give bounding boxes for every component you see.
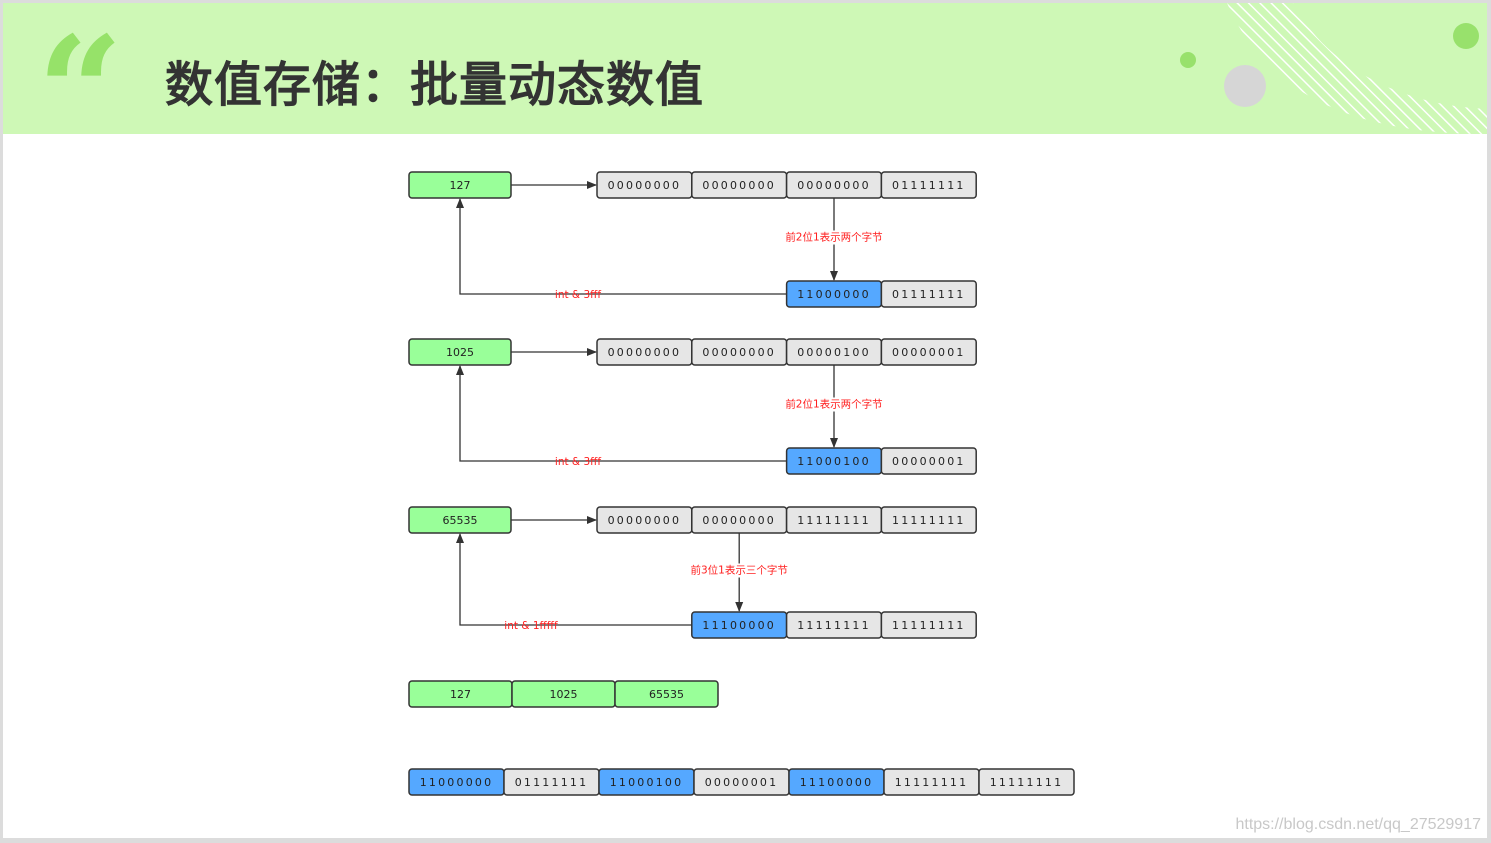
source-byte-2-text: 00000000 — [702, 346, 776, 359]
source-byte-3-text: 00000100 — [797, 346, 871, 359]
encoded-byte — [880, 280, 977, 308]
prefix-note: 前2位1表示两个字节 — [785, 398, 882, 411]
small-dot-shape — [1180, 52, 1196, 68]
value-row-box-text: 65535 — [649, 688, 684, 701]
source-byte-2-text: 00000000 — [702, 514, 776, 527]
packed-byte-text: 00000001 — [705, 776, 779, 789]
encoded-prefix-byte-text: 11100000 — [702, 619, 776, 632]
value-box-127-text: 127 — [450, 179, 471, 192]
prefix-note: 前3位1表示三个字节 — [691, 564, 788, 577]
encoded-byte-text: 11111111 — [797, 619, 871, 632]
source-byte-2-text: 00000000 — [702, 179, 776, 192]
encoded-byte-text: 11111111 — [892, 619, 966, 632]
source-byte-4 — [880, 506, 977, 534]
encoded-byte-text: 00000001 — [892, 455, 966, 468]
decode-label: int & 3fff — [555, 456, 601, 468]
slide-header: “ 数值存储：批量动态数值 — [3, 3, 1487, 134]
source-byte-4-text: 11111111 — [892, 514, 966, 527]
prefix-note: 前2位1表示两个字节 — [785, 231, 882, 244]
encoded-prefix-byte-text: 11000100 — [797, 455, 871, 468]
decode-arrow — [456, 365, 787, 462]
packed-byte-text: 11000000 — [420, 776, 494, 789]
prefix-note-bg — [695, 563, 784, 578]
value-box-1025-text: 1025 — [446, 346, 474, 359]
decode-label: int & 1fffff — [504, 620, 558, 632]
source-byte-3-text: 11111111 — [797, 514, 871, 527]
source-byte-4-text: 01111111 — [892, 179, 966, 192]
packed-byte — [978, 768, 1075, 796]
encoded-prefix-byte-text: 11000000 — [797, 288, 871, 301]
value-box-65535-text: 65535 — [443, 514, 478, 527]
packed-byte-text: 11100000 — [800, 776, 874, 789]
source-byte-1-text: 00000000 — [608, 346, 682, 359]
encoded-byte — [880, 447, 977, 475]
packed-byte-text: 11111111 — [990, 776, 1064, 789]
source-byte-4 — [880, 338, 977, 366]
encoded-byte — [880, 611, 977, 639]
prefix-note-bg — [790, 397, 878, 412]
quote-mark-icon: “ — [37, 4, 124, 134]
prefix-note-bg — [790, 230, 878, 245]
right-dot-shape — [1453, 23, 1479, 49]
gray-circle-shape — [1224, 65, 1266, 107]
packed-byte-text: 11000100 — [610, 776, 684, 789]
decode-label: int & 3fff — [555, 289, 601, 301]
source-byte-3-text: 00000000 — [797, 179, 871, 192]
header-decoration — [1180, 3, 1487, 134]
packed-byte-text: 11111111 — [895, 776, 969, 789]
source-byte-1-text: 00000000 — [608, 179, 682, 192]
source-byte-4-text: 00000001 — [892, 346, 966, 359]
slide-title: 数值存储：批量动态数值 — [165, 57, 705, 113]
varint-diagram: 127 00000000 00000000 00000000 01111111 11000… — [408, 171, 1075, 796]
source-byte-4 — [880, 171, 977, 199]
decode-arrow — [456, 533, 692, 626]
decode-arrow — [456, 198, 787, 295]
value-row-box — [614, 680, 719, 708]
value-row-box-text: 1025 — [550, 688, 578, 701]
encoded-byte-text: 01111111 — [892, 288, 966, 301]
packed-byte-text: 01111111 — [515, 776, 589, 789]
source-byte-1-text: 00000000 — [608, 514, 682, 527]
watermark: https://blog.csdn.net/qq_27529917 — [1235, 816, 1481, 833]
value-row-box-text: 127 — [450, 688, 471, 701]
